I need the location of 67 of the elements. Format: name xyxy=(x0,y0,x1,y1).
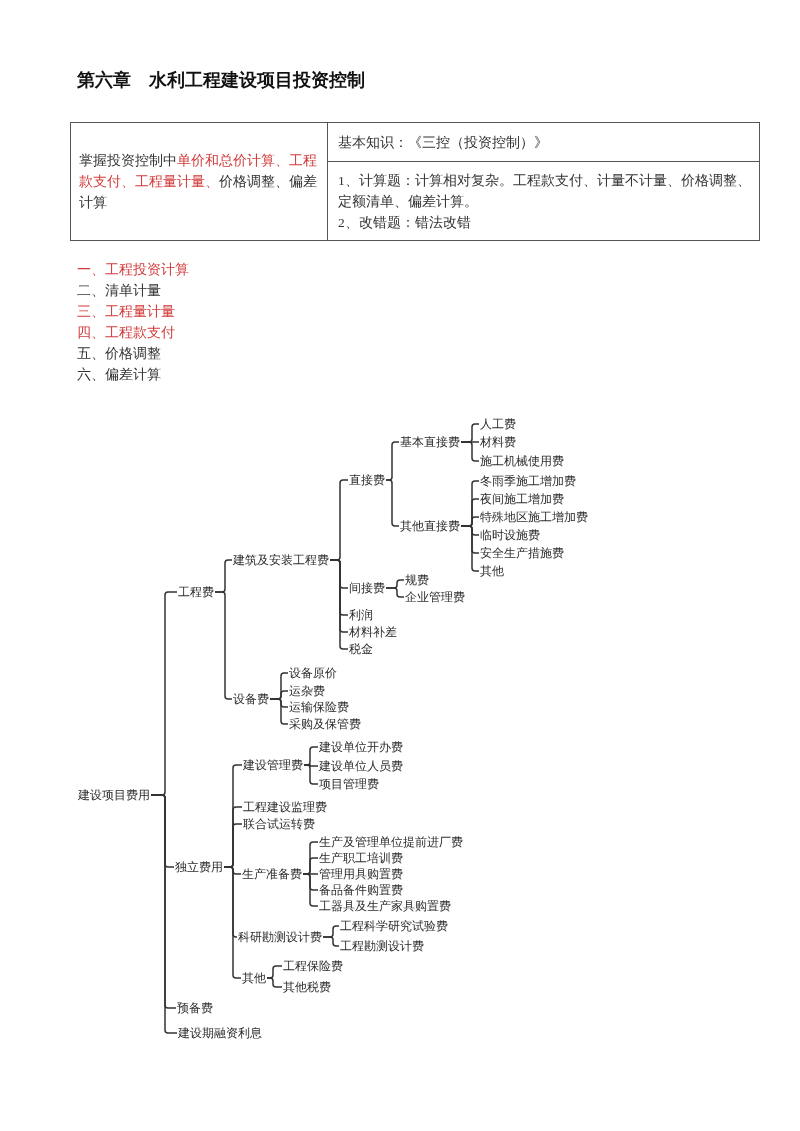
tree-label: 利润 xyxy=(349,606,373,624)
tree-label: 生产准备费 xyxy=(242,865,302,883)
tree-label: 建设期融资利息 xyxy=(178,1024,262,1042)
tree-label: 安全生产措施费 xyxy=(480,544,564,562)
tree-label: 基本直接费 xyxy=(400,433,460,451)
tree-label: 建设管理费 xyxy=(243,756,303,774)
tree-label: 工程保险费 xyxy=(283,957,343,975)
tree-label: 材料补差 xyxy=(349,623,397,641)
tree-label: 独立费用 xyxy=(175,858,223,876)
tree-label: 税金 xyxy=(349,640,373,658)
brace-line xyxy=(269,698,289,725)
tree-label: 其他 xyxy=(480,562,504,580)
table-cell: 基本知识：《三控（投资控制）》 xyxy=(327,122,760,162)
tree-label: 施工机械使用费 xyxy=(480,452,564,470)
tree-label: 建设单位人员费 xyxy=(319,757,403,775)
root-label: 建设项目费用 xyxy=(78,786,150,804)
cell-text: 1、计算题：计算相对复杂。工程款支付、计量不计量、价格调整、定额清单、偏差计算。 xyxy=(338,171,752,211)
list-item: 四、工程款支付 xyxy=(77,324,175,342)
tree-label: 夜间施工增加费 xyxy=(480,490,564,508)
tree-label: 工程科学研究试验费 xyxy=(340,917,448,935)
list-item: 六、偏差计算 xyxy=(77,366,161,384)
brace-line xyxy=(460,441,480,462)
brace-line xyxy=(266,977,283,988)
tree-label: 联合试运转费 xyxy=(243,815,315,833)
tree-label: 企业管理费 xyxy=(405,588,465,606)
tree-label: 管理用具购置费 xyxy=(319,865,403,883)
tree-label: 设备费 xyxy=(233,690,269,708)
list-item: 五、价格调整 xyxy=(77,345,161,363)
tree-label: 项目管理费 xyxy=(319,775,379,793)
list-item: 一、工程投资计算 xyxy=(77,261,189,279)
tree-label: 间接费 xyxy=(349,579,385,597)
list-item: 三、工程量计量 xyxy=(77,303,175,321)
table-cell: 掌握投资控制中单价和总价计算、工程款支付、工程量计量、价格调整、偏差计算 xyxy=(70,122,328,241)
tree-label: 其他 xyxy=(242,969,266,987)
brace-line xyxy=(329,559,349,650)
tree-label: 工程费 xyxy=(178,583,214,601)
tree-label: 备品备件购置费 xyxy=(319,881,403,899)
tree-label: 其他直接费 xyxy=(400,517,460,535)
tree-label: 预备费 xyxy=(177,999,213,1017)
tree-label: 工器具及生产家具购置费 xyxy=(319,897,451,915)
brace-line xyxy=(302,873,319,907)
chapter-title: 第六章 水利工程建设项目投资控制 xyxy=(77,69,365,92)
tree-label: 生产职工培训费 xyxy=(319,849,403,867)
tree-label: 工程建设监理费 xyxy=(243,798,327,816)
tree-label: 规费 xyxy=(405,571,429,589)
brace-line xyxy=(303,764,319,785)
tree-label: 工程勘测设计费 xyxy=(340,937,424,955)
tree-label: 设备原价 xyxy=(289,664,337,682)
list-item: 二、清单计量 xyxy=(77,282,161,300)
tree-label: 建设单位开办费 xyxy=(319,738,403,756)
tree-label: 科研勘测设计费 xyxy=(238,928,322,946)
tree-label: 采购及保管费 xyxy=(289,715,361,733)
tree-label: 材料费 xyxy=(480,433,516,451)
tree-label: 冬雨季施工增加费 xyxy=(480,472,576,490)
tree-label: 其他税费 xyxy=(283,978,331,996)
brace-line xyxy=(385,587,405,598)
tree-label: 运杂费 xyxy=(289,682,325,700)
brace-line xyxy=(322,936,340,947)
tree-label: 运输保险费 xyxy=(289,698,349,716)
tree-label: 人工费 xyxy=(480,415,516,433)
tree-label: 特殊地区施工增加费 xyxy=(480,508,588,526)
tree-label: 生产及管理单位提前进厂费 xyxy=(319,833,463,851)
tree-label: 建筑及安装工程费 xyxy=(233,551,329,569)
brace-line xyxy=(460,525,480,572)
tree-label: 临时设施费 xyxy=(480,526,540,544)
tree-label: 直接费 xyxy=(349,471,385,489)
cell-text: 2、改错题：错法改错 xyxy=(338,213,472,232)
